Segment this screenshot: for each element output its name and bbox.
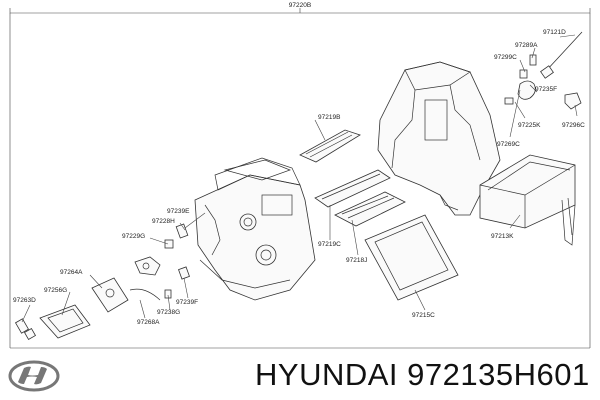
hyundai-logo-icon — [8, 360, 60, 392]
filter-97218J — [334, 191, 406, 227]
label-97219B: 97219B — [318, 114, 340, 121]
label-97256G: 97256G — [44, 287, 67, 294]
label-97268A: 97268A — [137, 319, 160, 326]
blower-unit-assembly — [194, 157, 316, 301]
label-97296C: 97296C — [562, 122, 585, 129]
leader-lines — [21, 34, 578, 323]
label-97289A: 97289A — [515, 42, 538, 49]
filter-97219C — [314, 169, 391, 208]
label-97229G: 97229G — [122, 233, 145, 240]
part-number-caption: HYUNDAI 972135H601 — [255, 357, 590, 392]
label-97239F: 97239F — [176, 299, 198, 306]
small-parts-left — [14, 223, 190, 341]
evaporator-housing — [377, 61, 501, 216]
label-97235F: 97235F — [535, 86, 557, 93]
filter-97219B — [299, 129, 361, 163]
label-97218J: 97218J — [346, 257, 367, 264]
label-97228H: 97228H — [152, 218, 175, 225]
label-97213K: 97213K — [491, 233, 514, 240]
small-parts-upper-right — [504, 31, 583, 110]
label-97239E: 97239E — [167, 208, 190, 215]
label-97264A: 97264A — [60, 269, 83, 276]
label-97215C: 97215C — [412, 312, 435, 319]
filter-97215C — [364, 214, 459, 301]
label-97219C: 97219C — [318, 241, 341, 248]
heater-core — [479, 154, 576, 246]
label-97220B: 97220B — [289, 2, 311, 9]
label-97121D: 97121D — [543, 29, 566, 36]
label-97299C: 97299C — [494, 54, 517, 61]
label-97225K: 97225K — [518, 122, 541, 129]
label-97269C: 97269C — [497, 141, 520, 148]
label-97263D: 97263D — [13, 297, 36, 304]
label-97238G: 97238G — [157, 309, 180, 316]
